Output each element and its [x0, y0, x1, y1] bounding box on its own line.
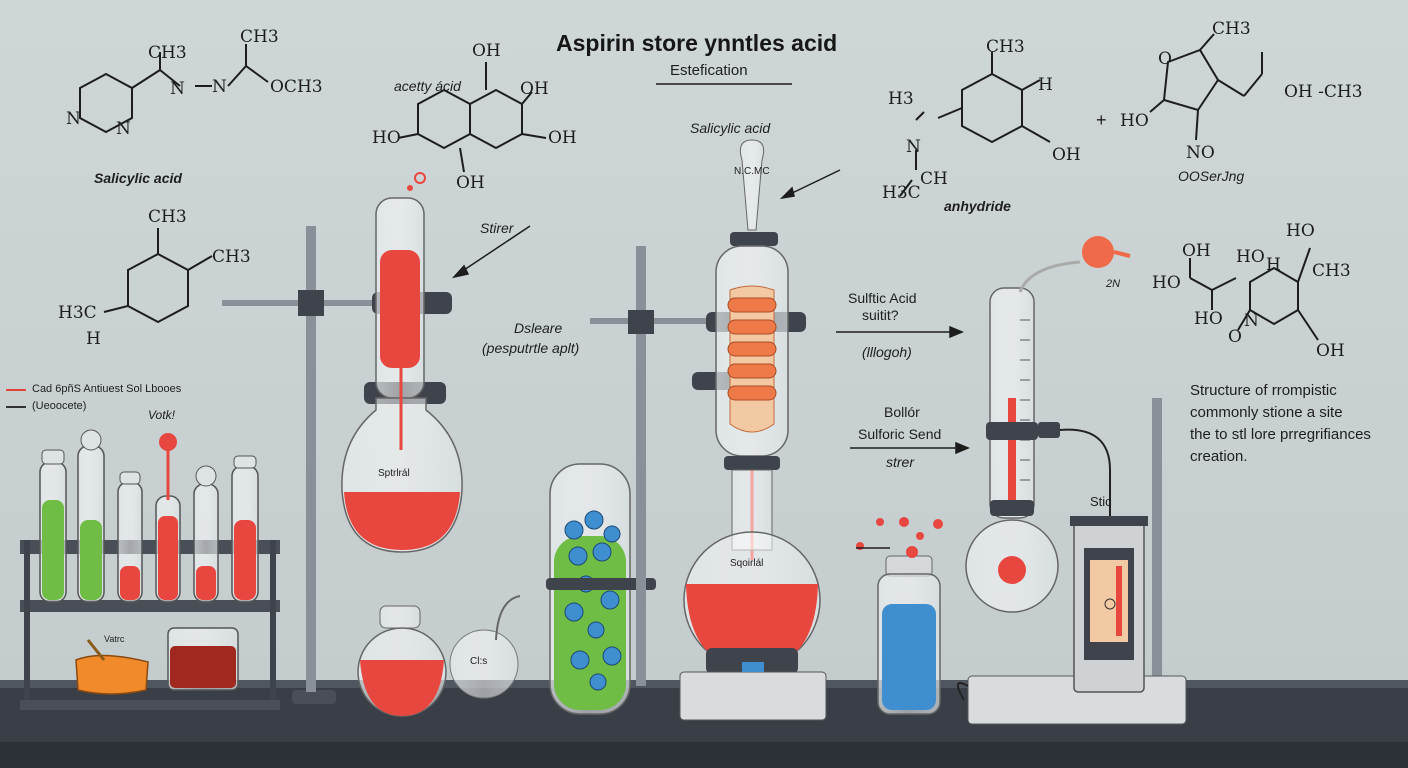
- m6-o: O: [1228, 327, 1242, 347]
- small-flask-label: Cl:s: [470, 656, 488, 667]
- label-2n: 2N: [1106, 278, 1121, 290]
- label-acetyl-acid: acetty ácid: [394, 78, 461, 94]
- label-salicylic-left: Salicylic acid: [94, 170, 182, 186]
- m6-ch3: CH3: [1312, 261, 1351, 281]
- m4-ch: CH: [920, 169, 948, 189]
- m5-ch3: CH3: [1212, 19, 1251, 39]
- m1-ch3-b: CH3: [240, 27, 279, 47]
- m3-h: H: [86, 329, 101, 349]
- label-boiler-2: Sulforic Send: [858, 426, 942, 442]
- m6-ho-b: HO: [1236, 247, 1265, 267]
- molecule-pyridine: [1189, 247, 1319, 341]
- legend-item-red: Cad 6pñS Antiuest Sol Lbooes: [32, 383, 182, 395]
- description-text: Structure of rrompistic commonly stione …: [1190, 382, 1371, 465]
- diagram-subtitle: Estefication: [670, 62, 748, 79]
- label-anhydride: anhydride: [944, 198, 1011, 214]
- m6-n: N: [1244, 311, 1259, 331]
- rack-tubes: [39, 429, 259, 603]
- label-right-structure: OOSerJng: [1178, 168, 1245, 184]
- graduated-tube: [965, 236, 1131, 613]
- m1-n-b: N: [212, 77, 227, 97]
- funnel-label: N.C.MC: [734, 166, 770, 177]
- rack-note: Votk!: [148, 408, 175, 422]
- m3-ch3-a: CH3: [148, 207, 187, 227]
- m3-ch3-b: CH3: [212, 247, 251, 267]
- m6-oh-a: OH: [1182, 241, 1211, 261]
- column-green: [546, 463, 656, 715]
- m1-n-c: N: [66, 109, 81, 129]
- molecule-amine-benzene: [899, 52, 1051, 197]
- m3-h3c: H3C: [58, 303, 97, 323]
- round-flask-2: [679, 469, 827, 721]
- m4-oh: OH: [1052, 145, 1081, 165]
- m2-oh-b: OH: [520, 79, 549, 99]
- m4-n: N: [906, 137, 921, 157]
- m1-och3: OCH3: [270, 77, 323, 97]
- m1-n-a: N: [170, 79, 185, 99]
- label-stic: Stic: [1090, 494, 1112, 509]
- orange-dish: [75, 639, 149, 695]
- m6-h: H: [1266, 255, 1281, 275]
- m6-ho-d: HO: [1194, 309, 1223, 329]
- pointer-arrows: [6, 83, 970, 549]
- dish-label: Vatrc: [104, 634, 125, 644]
- m2-oh-a: OH: [472, 41, 501, 61]
- label-boiler-3: strer: [886, 454, 914, 470]
- molecule-xylene: [103, 228, 213, 324]
- m2-oh-d: OH: [456, 173, 485, 193]
- m6-ho-a: HO: [1152, 273, 1181, 293]
- label-sulfuric-1: Sulftic Acid: [848, 290, 917, 306]
- label-distance-1: Dsleare: [514, 320, 563, 336]
- m2-oh-c: OH: [548, 128, 577, 148]
- m5-oh-ch3: OH -CH3: [1284, 82, 1363, 102]
- m5-no: NO: [1186, 143, 1215, 163]
- red-beaker: [167, 627, 239, 691]
- blue-bottle: [856, 517, 943, 715]
- small-flask: [357, 595, 521, 717]
- m5-o: O: [1158, 49, 1172, 69]
- label-distance-2: (pesputrtle aplt): [482, 340, 580, 356]
- label-stirrer: Stirer: [480, 220, 514, 236]
- molecule-pyrimidine: [79, 44, 269, 134]
- m6-oh: OH: [1316, 341, 1345, 361]
- plus-sign: +: [1096, 110, 1107, 130]
- label-boiler-1: Bollór: [884, 404, 920, 420]
- flask-label-1: Sptrlrál: [378, 468, 410, 479]
- diagram-title: Aspirin store ynntles acid: [556, 30, 838, 56]
- legend-item-dark: (Ueoocete): [32, 400, 87, 412]
- m4-ch3: CH3: [986, 37, 1025, 57]
- m4-h: H: [1038, 75, 1053, 95]
- round-flask-1: [341, 172, 463, 553]
- m1-ch3-a: CH3: [148, 43, 187, 63]
- m4-h3c: H3C: [882, 183, 921, 203]
- molecule-cyclopentene: [1149, 33, 1263, 141]
- m5-ho: HO: [1120, 111, 1149, 131]
- label-sulfuric-2: suitit?: [862, 307, 899, 323]
- stirrer-device: [957, 398, 1187, 725]
- molecule-naphthol: [397, 62, 547, 173]
- label-salicylic-center: Salicylic acid: [690, 120, 771, 136]
- m2-ho: HO: [372, 128, 401, 148]
- label-sulfuric-3: (lllogoh): [862, 344, 912, 360]
- m4-h3: H3: [888, 89, 914, 109]
- m1-n-d: N: [116, 119, 131, 139]
- m6-ho-c: HO: [1286, 221, 1315, 241]
- flask-label-2: Sqoirlál: [730, 558, 764, 569]
